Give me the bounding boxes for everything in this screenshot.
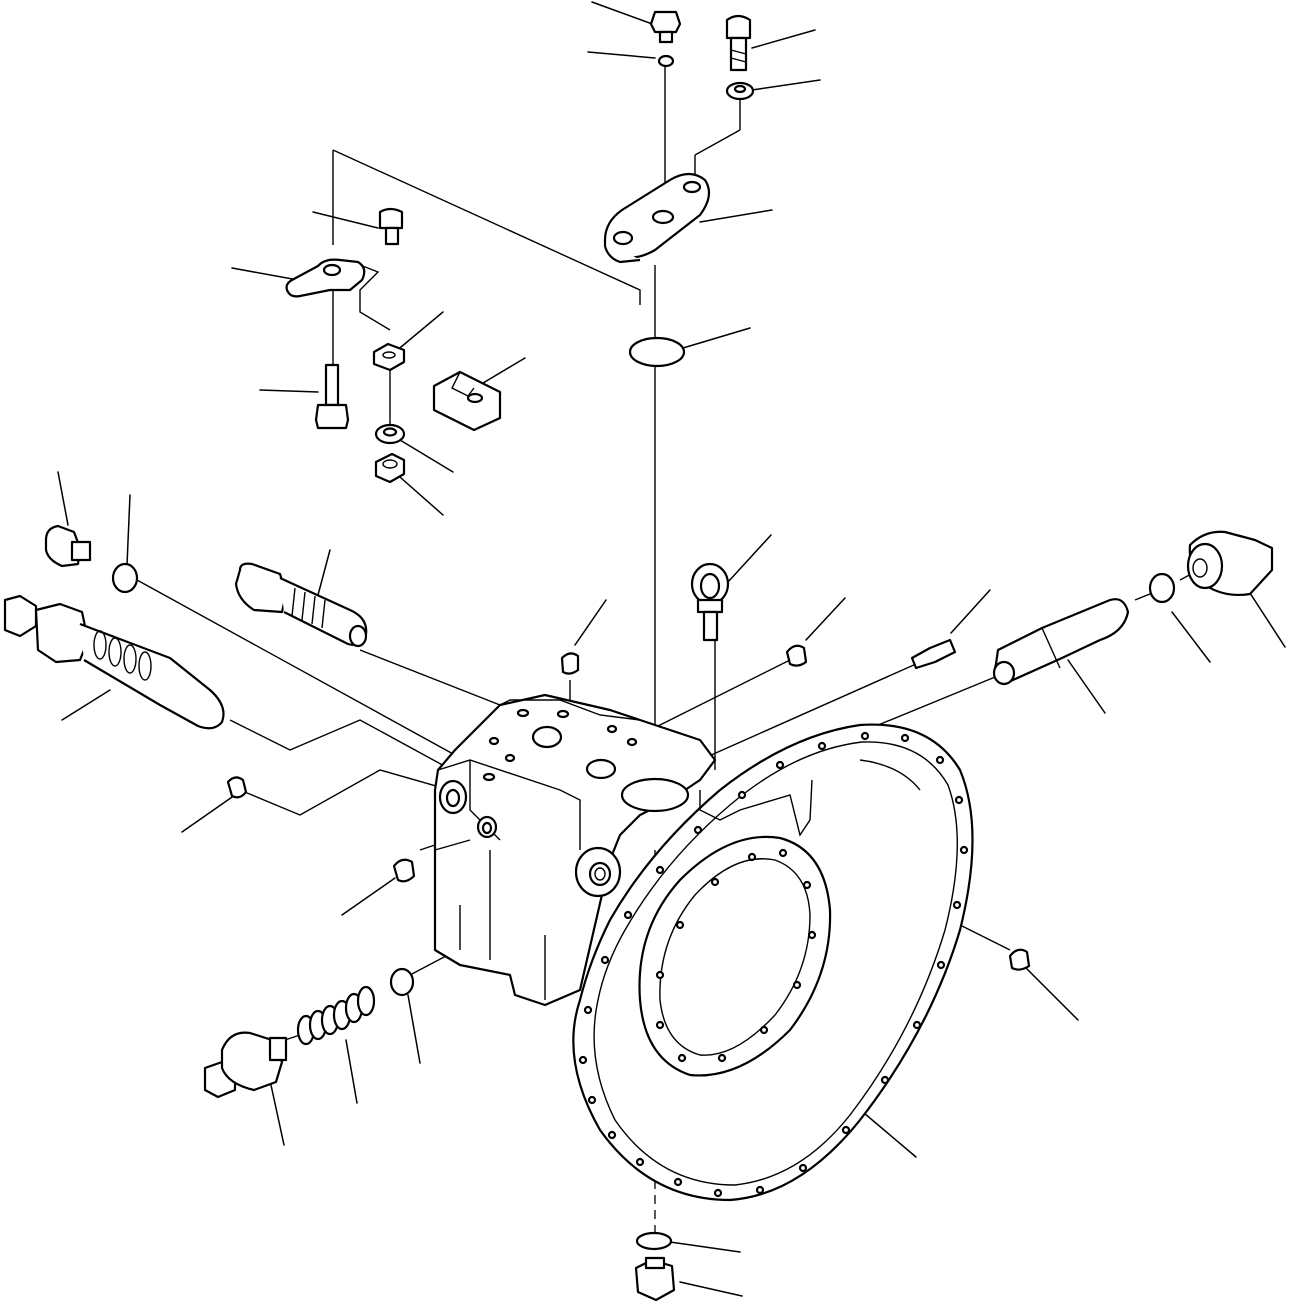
- relief-plug: [203, 1031, 288, 1099]
- o-ring-left: [111, 562, 139, 594]
- drain-o-ring: [635, 1231, 673, 1251]
- cover-plate: [603, 172, 711, 264]
- top-bolt-left: [649, 10, 682, 44]
- flywheel-housing: [572, 723, 974, 1202]
- spring: [296, 985, 376, 1046]
- plug-small-e: [1008, 948, 1031, 971]
- leader-lines: [57, 1, 1286, 1297]
- bracket-stop: [432, 370, 502, 432]
- top-washer-right: [725, 81, 755, 101]
- lever-pin: [378, 207, 404, 246]
- washer-stack: [374, 423, 406, 445]
- eye-bolt: [690, 562, 730, 642]
- drain-plug: [634, 1256, 676, 1302]
- plug-small-b: [392, 858, 416, 883]
- plug-small-a: [226, 776, 248, 799]
- right-shaft: [992, 598, 1130, 686]
- spool-valve: [3, 594, 225, 730]
- hex-nut-bottom: [374, 452, 406, 484]
- plug-right: [1186, 530, 1274, 597]
- housing-bolt-holes: [578, 731, 969, 1198]
- inner-bolt-holes: [655, 848, 817, 1063]
- top-washer-small: [657, 54, 675, 68]
- lever-bolt: [314, 363, 350, 430]
- o-ring-right: [1148, 572, 1176, 604]
- o-ring-lower: [389, 967, 415, 997]
- pump-body: [433, 693, 717, 1007]
- hex-nut-top: [372, 342, 406, 372]
- top-bolt-right: [725, 14, 752, 72]
- plug-small-c: [560, 652, 580, 675]
- plug-small-d: [785, 644, 808, 667]
- cover-o-ring: [628, 336, 686, 368]
- bleed-screw: [910, 638, 957, 670]
- cartridge-valve: [234, 562, 368, 648]
- plug-left-top: [44, 524, 92, 568]
- lever-arm: [285, 258, 366, 298]
